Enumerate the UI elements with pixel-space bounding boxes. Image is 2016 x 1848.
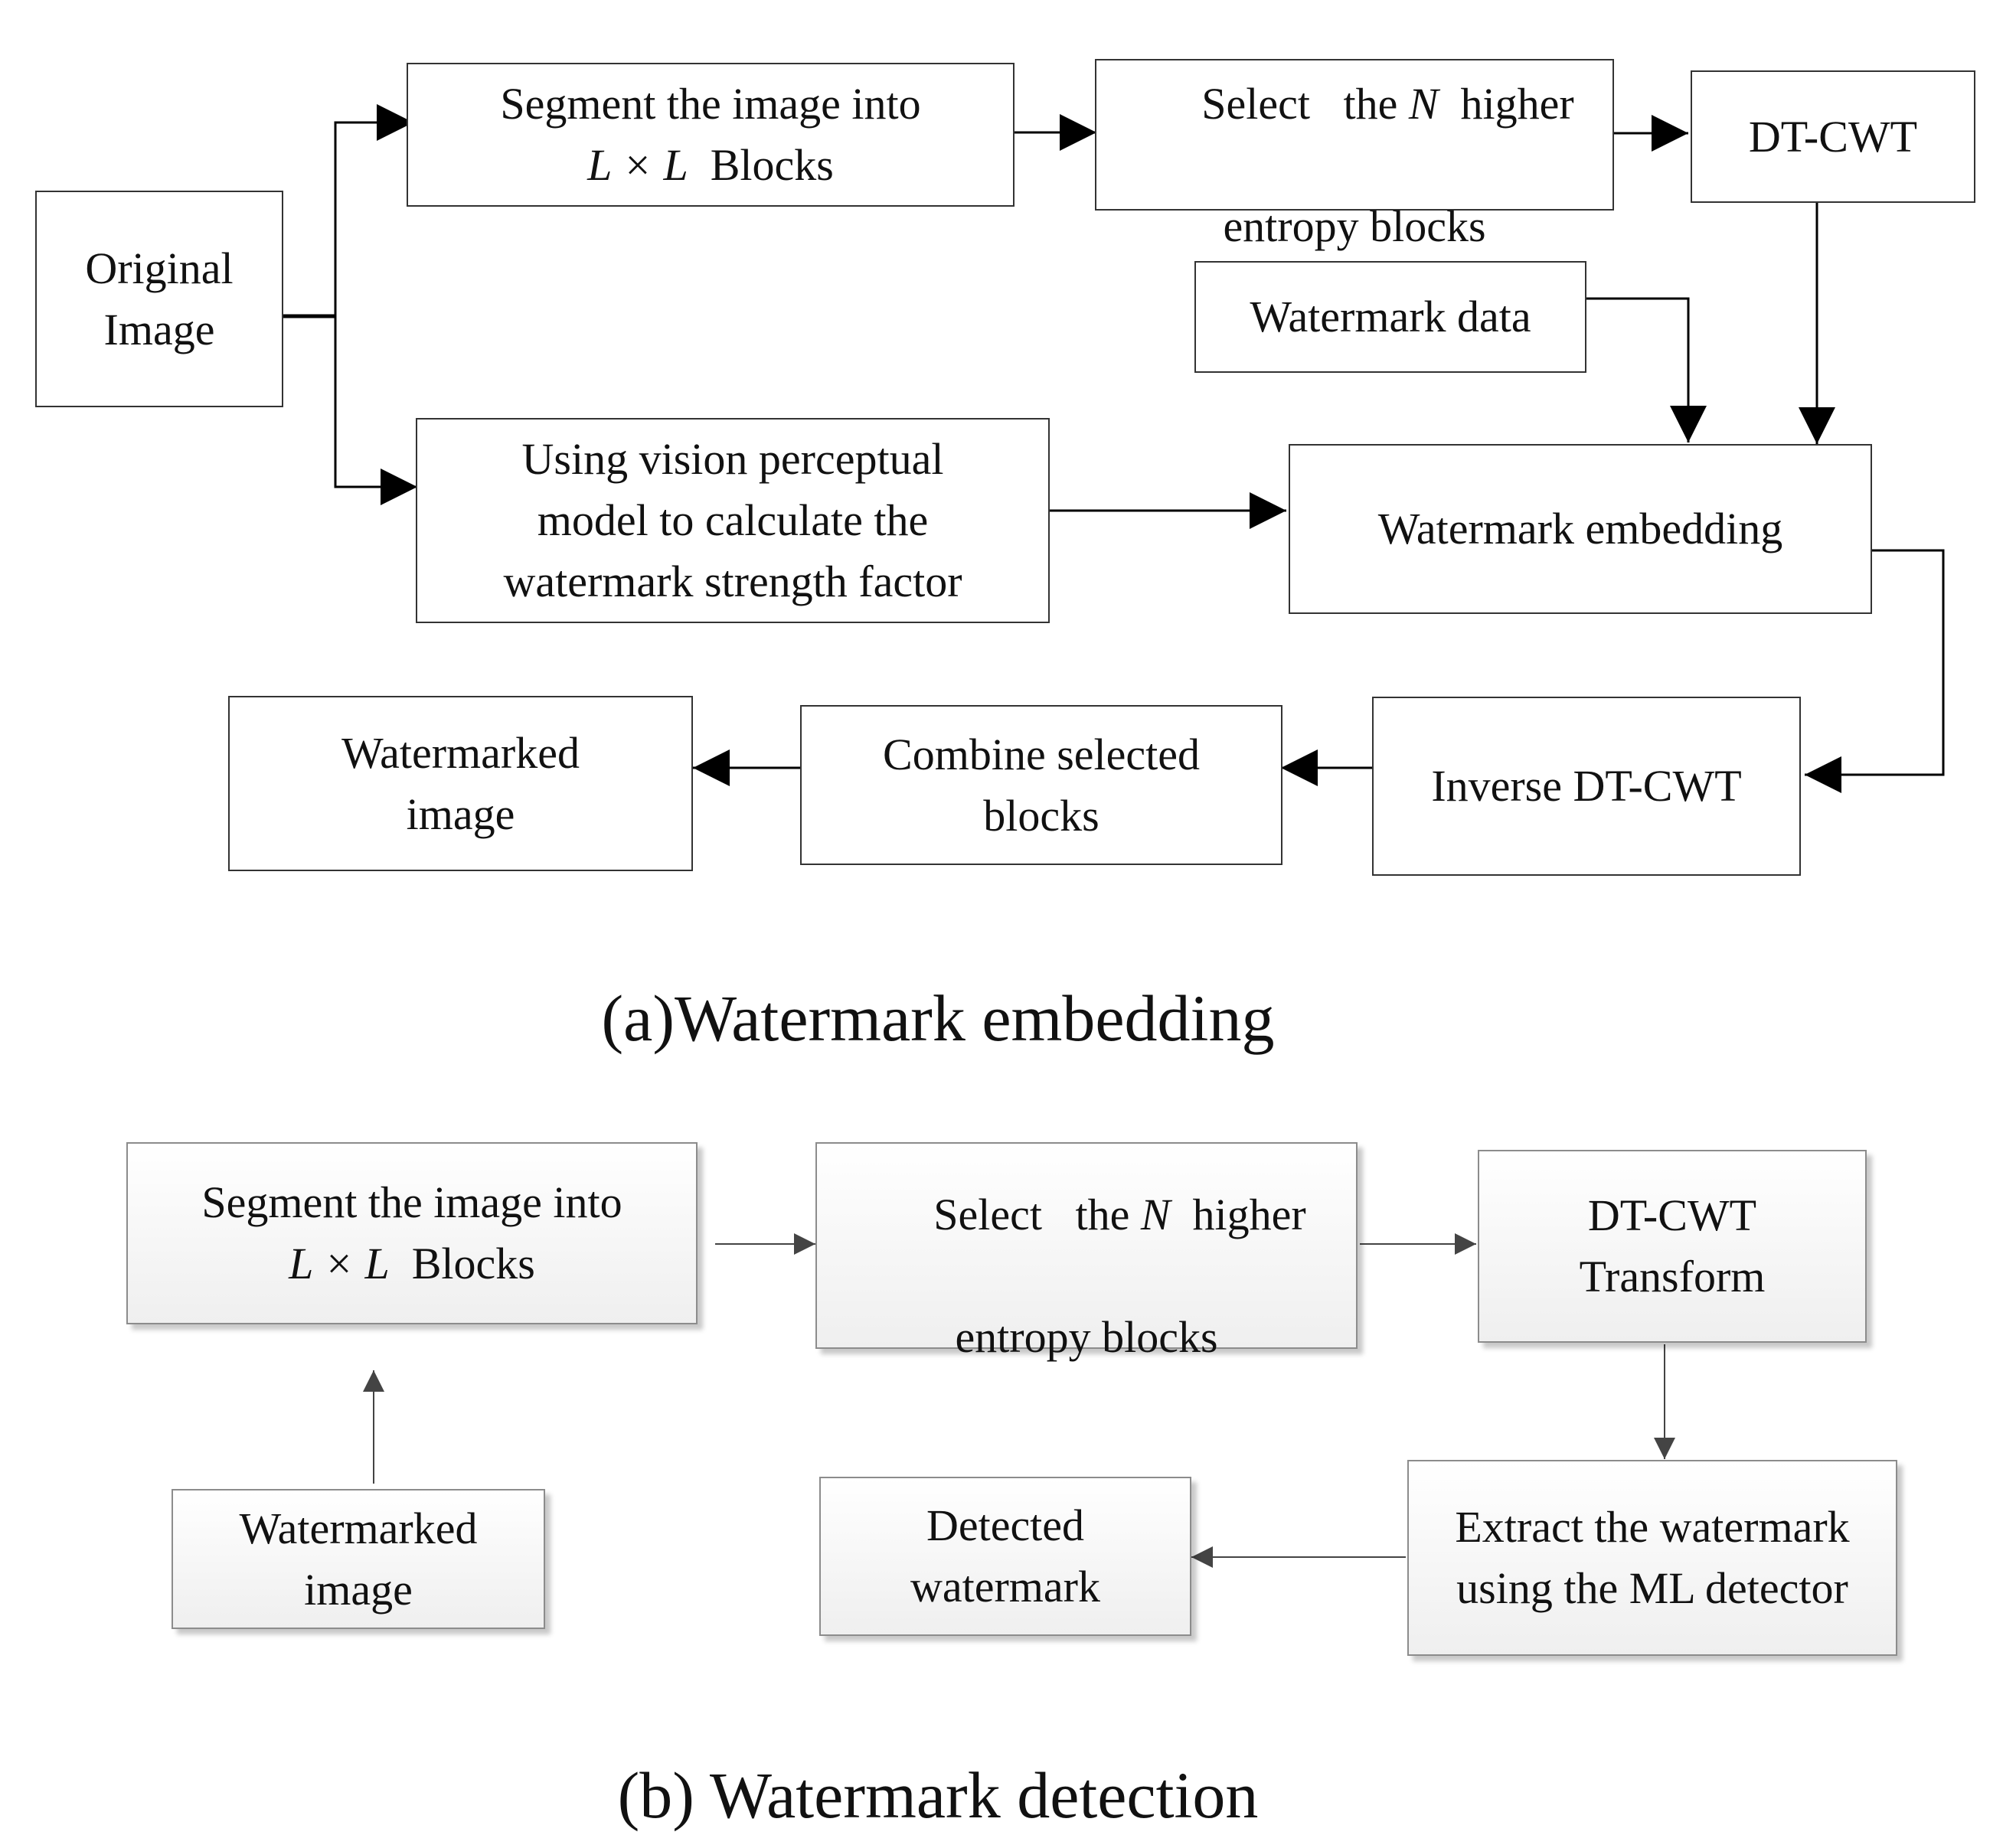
detected-watermark-box-b: Detected watermark [819, 1477, 1191, 1636]
watermarked-image-box-b: Watermarked image [172, 1489, 545, 1629]
combine-blocks-box: Combine selected blocks [800, 705, 1282, 865]
select-line2: entropy blocks [1223, 201, 1486, 251]
dtcwt-b-line2: Transform [1579, 1252, 1766, 1301]
detected-b-line1: Detected [926, 1500, 1085, 1550]
watermarked-line1: Watermarked [341, 727, 580, 778]
inverse-dtcwt-box: Inverse DT-CWT [1372, 697, 1801, 876]
watermarked-b-line1: Watermarked [239, 1503, 478, 1553]
select-line1: Select the N higher [1135, 12, 1573, 196]
segment-line2: L × L Blocks [587, 135, 834, 196]
segment-blocks-box: Segment the image into L × L Blocks [407, 63, 1015, 207]
arrow-embedding-to-inverse [1805, 549, 1945, 793]
watermarked-line2: image [406, 789, 515, 839]
combine-line2: blocks [983, 790, 1099, 841]
caption-embedding: (a)Watermark embedding [601, 981, 1275, 1055]
extract-watermark-box-b: Extract the watermark using the ML detec… [1407, 1460, 1897, 1656]
vision-line3: watermark strength factor [503, 557, 962, 606]
segment-b-math: L × L [289, 1239, 390, 1288]
segment-b-line2: L × L Blocks [289, 1233, 535, 1295]
segment-math: L × L [587, 140, 688, 190]
dtcwt-label: DT-CWT [1748, 111, 1918, 162]
select-b-pre: Select the [933, 1190, 1130, 1239]
select-entropy-box-b: Select the N higher entropy blocks [815, 1142, 1358, 1362]
watermark-data-label: Watermark data [1250, 292, 1531, 341]
segment-b-line1: Segment the image into [201, 1177, 622, 1227]
watermark-data-box: Watermark data [1194, 261, 1586, 373]
arrow-original-to-segment [283, 104, 413, 318]
inverse-dtcwt-label: Inverse DT-CWT [1431, 761, 1742, 811]
caption-detection: (b) Watermark detection [617, 1758, 1259, 1832]
segment-line1: Segment the image into [500, 79, 921, 129]
arrow-watermark-data-to-embedding [1586, 297, 1707, 442]
select-entropy-box: Select the N higher entropy blocks [1095, 59, 1614, 251]
arrow-original-to-vision [334, 316, 417, 505]
select-b-line2: entropy blocks [955, 1312, 1218, 1362]
select-b-post: higher [1192, 1190, 1306, 1239]
watermarked-image-box: Watermarked image [228, 696, 693, 871]
combine-line1: Combine selected [883, 729, 1200, 779]
original-image-line2: Image [103, 304, 215, 354]
detected-b-line2: watermark [910, 1562, 1100, 1611]
watermark-embedding-label: Watermark embedding [1377, 504, 1783, 553]
segment-b-rest: Blocks [411, 1239, 535, 1288]
original-image-box: Original Image [35, 191, 283, 407]
select-math-n: N [1408, 79, 1439, 129]
select-pre: Select the [1201, 79, 1398, 129]
extract-b-line2: using the ML detector [1456, 1563, 1848, 1613]
watermark-embedding-box: Watermark embedding [1289, 444, 1872, 614]
select-b-math-n: N [1140, 1190, 1171, 1239]
select-b-line1: Select the N higher [867, 1123, 1305, 1307]
extract-b-line1: Extract the watermark [1455, 1502, 1850, 1552]
segment-rest: Blocks [710, 140, 834, 190]
dtcwt-box: DT-CWT [1691, 70, 1975, 203]
dtcwt-b-line1: DT-CWT [1587, 1190, 1757, 1240]
original-image-line1: Original [85, 243, 234, 293]
watermarked-b-line2: image [304, 1564, 413, 1615]
select-post: higher [1460, 79, 1574, 129]
segment-blocks-box-b: Segment the image into L × L Blocks [126, 1142, 698, 1324]
vision-model-box: Using vision perceptual model to calcula… [416, 418, 1050, 623]
vision-line1: Using vision perceptual [521, 434, 944, 484]
dtcwt-transform-box-b: DT-CWT Transform [1478, 1150, 1867, 1343]
vision-line2: model to calculate the [537, 495, 929, 545]
